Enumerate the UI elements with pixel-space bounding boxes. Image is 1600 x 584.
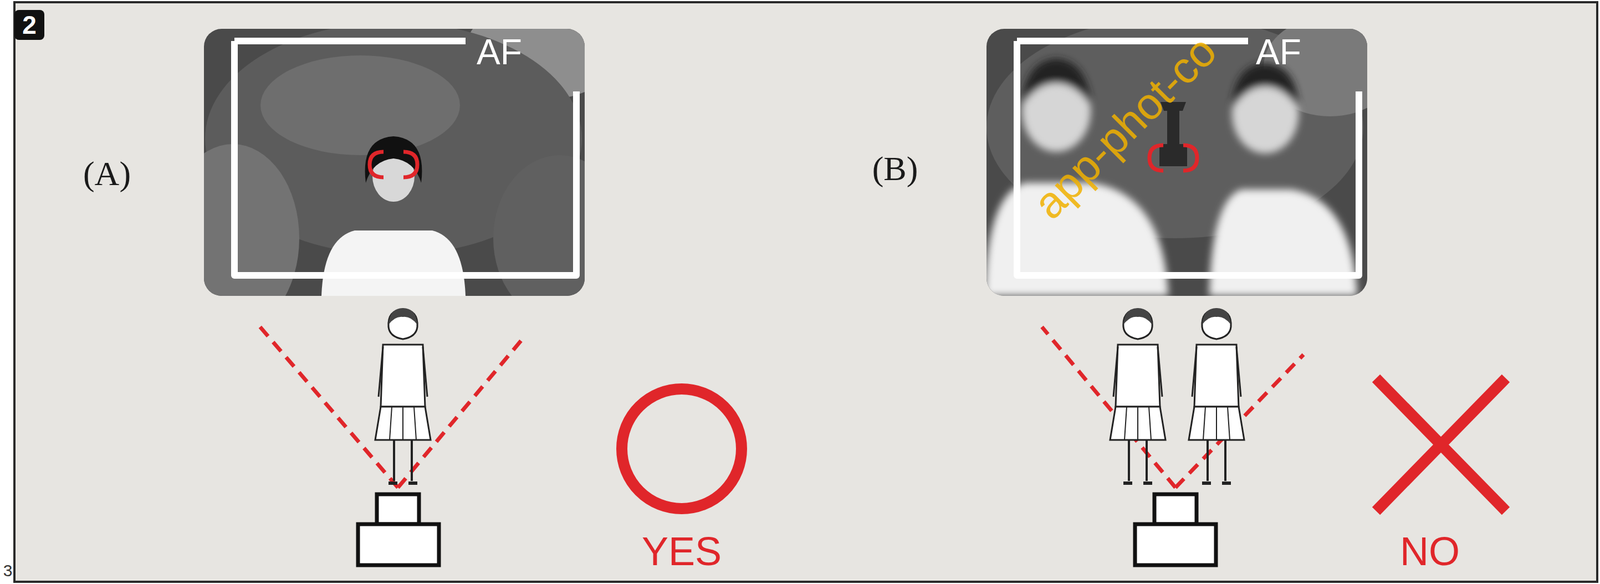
callout-letter: (B) bbox=[872, 151, 919, 186]
viewfinder-frame: AF bbox=[203, 28, 585, 296]
verdict-label: NO bbox=[1399, 531, 1460, 572]
viewfinder-photo bbox=[986, 28, 1368, 296]
callout-letter: (B) bbox=[872, 151, 919, 186]
panel bbox=[14, 2, 1598, 582]
field-of-view bbox=[1041, 308, 1502, 566]
verdict-label: NO bbox=[1399, 531, 1460, 572]
field-of-view bbox=[257, 308, 742, 566]
af-indicator: AF bbox=[1255, 34, 1302, 70]
af-indicator: AF bbox=[476, 34, 523, 70]
step-number-badge: 2 bbox=[14, 9, 45, 40]
page-number: 3 bbox=[3, 562, 13, 580]
callout-letter: (A) bbox=[83, 156, 131, 191]
callout-letter: (A) bbox=[83, 156, 131, 191]
page-number: 3 bbox=[3, 562, 13, 580]
viewfinder-photo bbox=[203, 28, 585, 296]
verdict-label: YES bbox=[641, 531, 722, 572]
step-number: 2 bbox=[22, 12, 37, 38]
verdict-label: YES bbox=[641, 531, 722, 572]
